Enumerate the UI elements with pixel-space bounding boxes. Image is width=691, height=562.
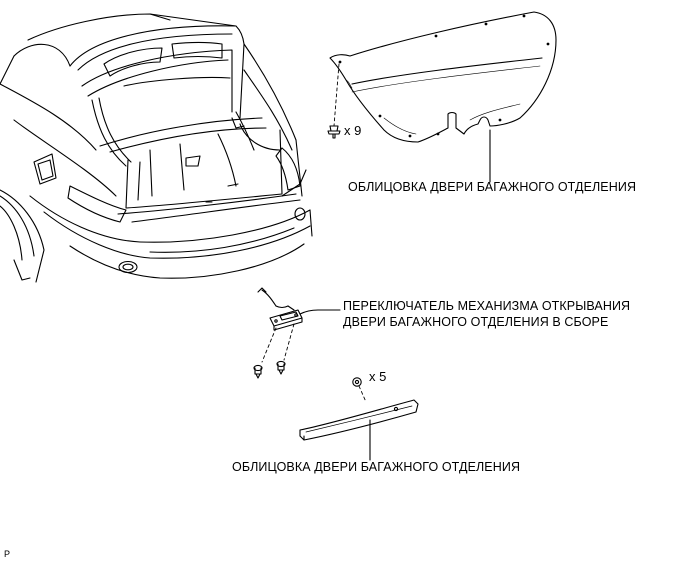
clip-quantity-bottom: x 5: [369, 369, 387, 384]
label-switch-line-2: ДВЕРИ БАГАЖНОГО ОТДЕЛЕНИЯ В СБОРЕ: [343, 315, 609, 329]
figure-code: P: [4, 549, 11, 559]
trunk-opener-switch-assembly: [257, 287, 319, 331]
trunk-lid-garnish-strip: [299, 399, 419, 441]
clip-bottom-icon: [352, 377, 362, 387]
label-trunk-lid-garnish: ОБЛИЦОВКА ДВЕРИ БАГАЖНОГО ОТДЕЛЕНИЯ: [232, 460, 521, 474]
screw-right-icon: [276, 360, 286, 375]
clip-guide-line-top: [333, 63, 340, 127]
trunk-lid-trim-panel-top: [329, 11, 557, 143]
screw-guide-line-right: [283, 323, 295, 361]
car-rear-illustration: [0, 13, 313, 283]
screw-left-icon: [253, 364, 263, 379]
clip-hole-dots: [338, 14, 550, 138]
clip-top-icon: [327, 125, 341, 139]
label-trunk-lid-trim: ОБЛИЦОВКА ДВЕРИ БАГАЖНОГО ОТДЕЛЕНИЯ: [348, 180, 637, 194]
clip-guide-line-bottom: [358, 385, 367, 403]
label-switch-line-1: ПЕРЕКЛЮЧАТЕЛЬ МЕХАНИЗМА ОТКРЫВАНИЯ: [343, 299, 631, 313]
screw-guide-line-left: [261, 327, 277, 363]
clip-quantity-top: x 9: [344, 123, 362, 138]
